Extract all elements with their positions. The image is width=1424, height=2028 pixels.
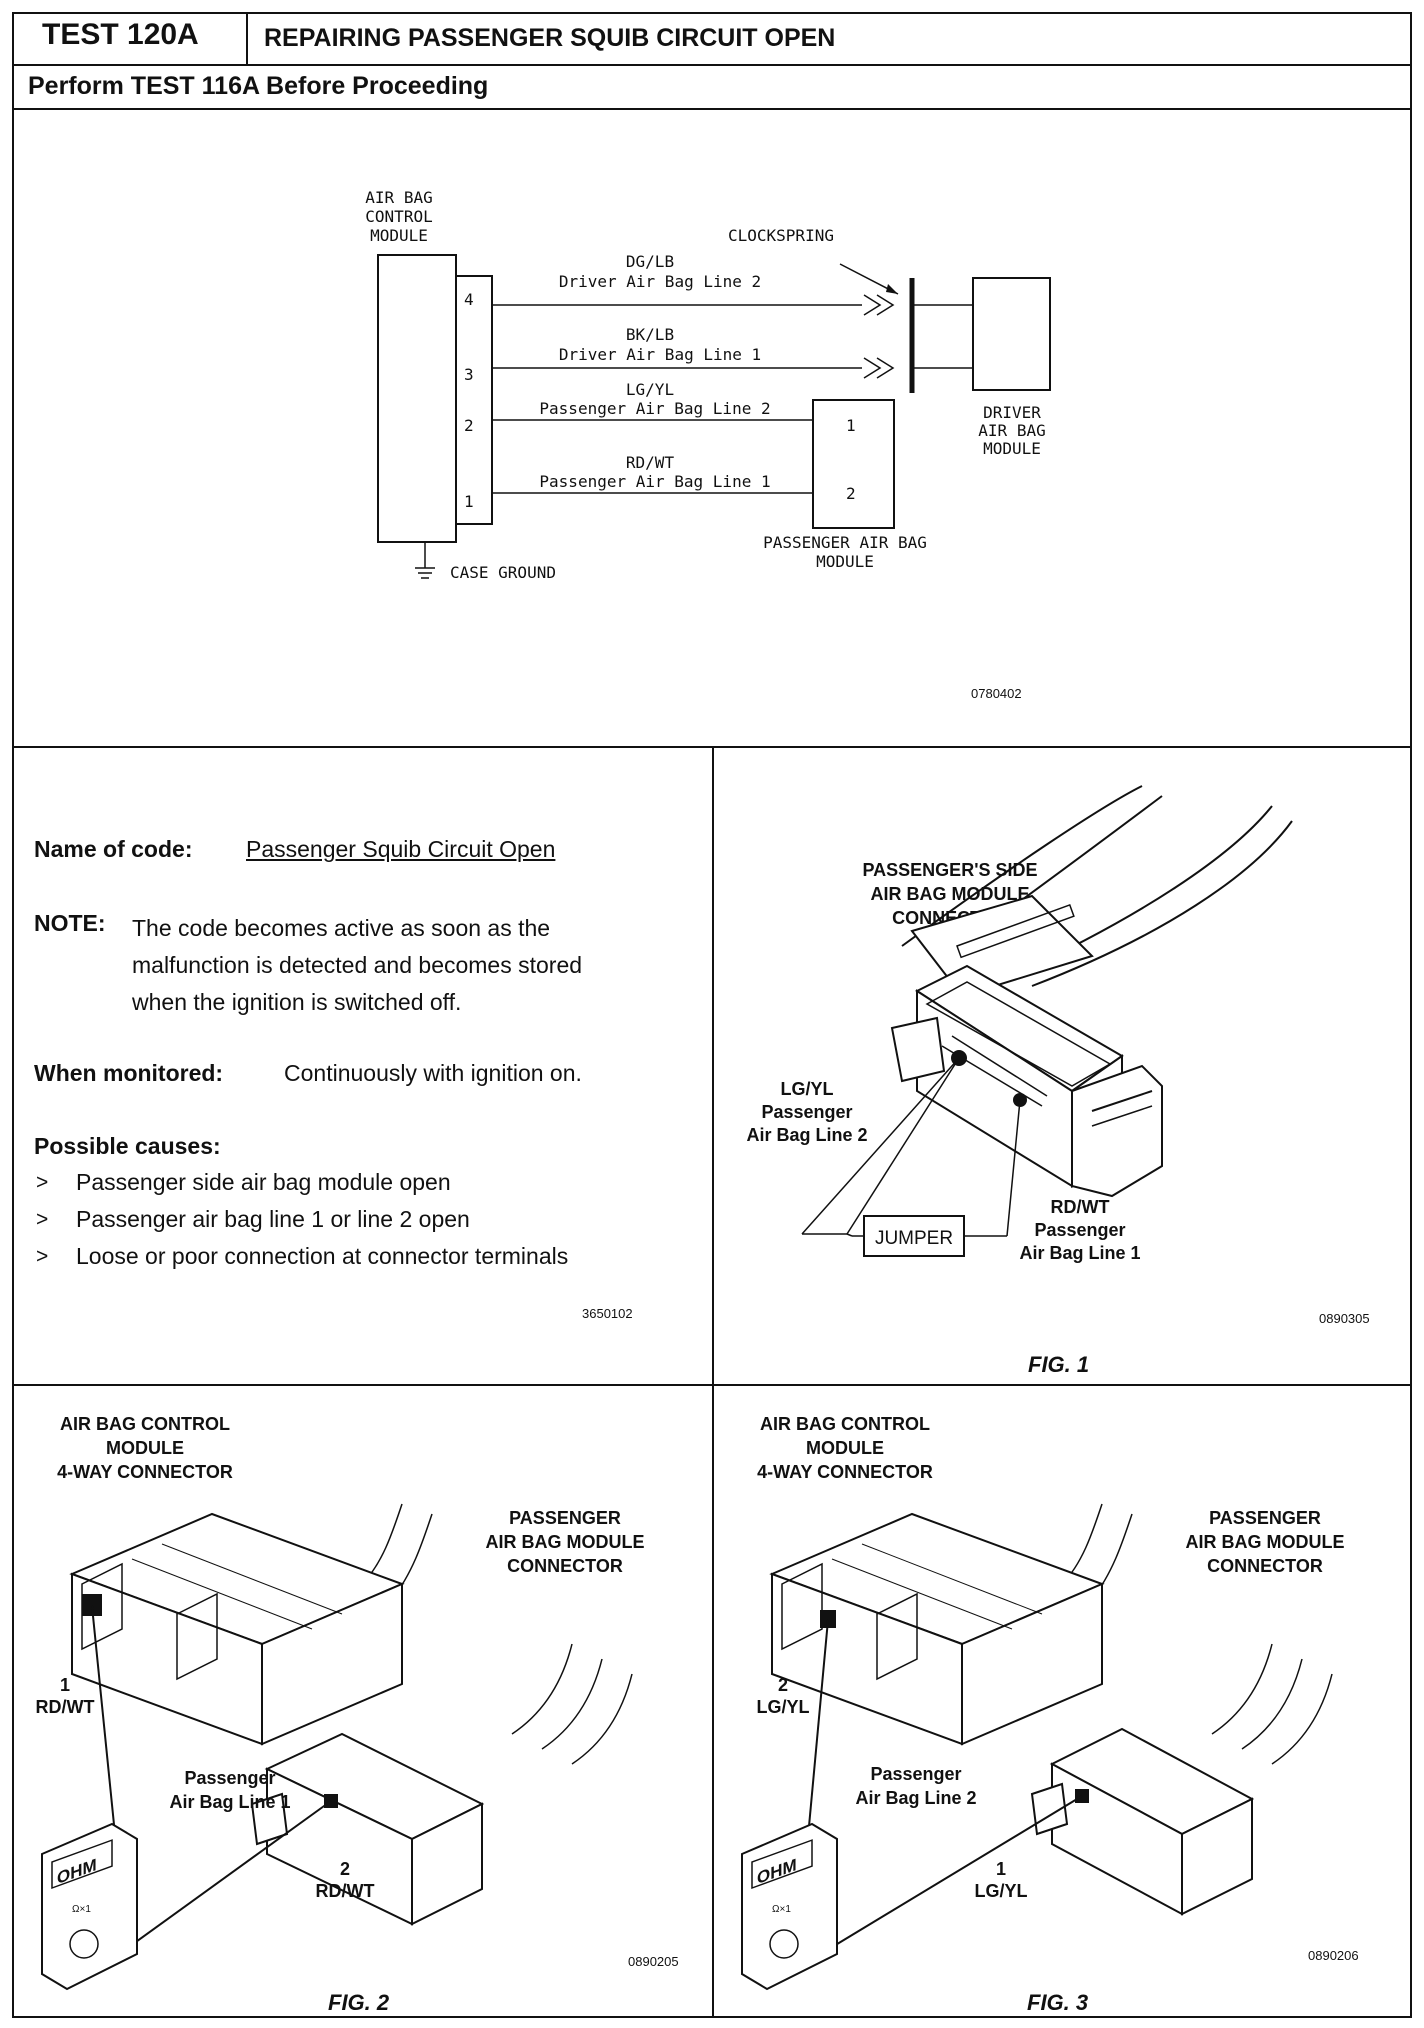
driver-module-label: DRIVER AIR BAG MODULE (978, 403, 1046, 458)
passenger-module-box (812, 399, 895, 529)
pin-1: 1 (464, 492, 474, 511)
prereq-divider (12, 108, 1412, 110)
pin-2: 2 (464, 416, 474, 435)
fig1-jumper-label: JUMPER (874, 1228, 954, 1249)
fig1-figure-id: 0890305 (1319, 1311, 1370, 1326)
wire-lgyl-name: Passenger Air Bag Line 2 (539, 399, 771, 418)
monitored-label: When monitored: (34, 1060, 224, 1086)
cause-1: Passenger side air bag module open (76, 1169, 451, 1195)
cause-3: Loose or poor connection at connector te… (76, 1243, 569, 1269)
passenger-pin-2: 2 (846, 484, 856, 503)
fig1-lgyl-label: LG/YL Passenger Air Bag Line 2 (746, 1079, 868, 1145)
fig3-passenger-label: PASSENGER AIR BAG MODULE CONNECTOR (1185, 1508, 1345, 1576)
fig2-pin-bottom: 2 RD/WT (315, 1859, 375, 1901)
fig2-line-label: Passenger Air Bag Line 1 (169, 1768, 291, 1812)
cause-2: Passenger air bag line 1 or line 2 open (76, 1206, 470, 1232)
fig2-pin-top: 1 RD/WT (35, 1675, 95, 1717)
header-id-divider (246, 12, 248, 64)
fig1-connector-drawing (801, 785, 1293, 1257)
wiring-lines (377, 254, 1051, 579)
fig3-pin-top: 2 LG/YL (756, 1675, 810, 1717)
causes-label: Possible causes: (34, 1133, 221, 1159)
code-name-value: Passenger Squib Circuit Open (246, 836, 556, 862)
fig3-meter-scale: Ω×1 (772, 1904, 791, 1915)
header-divider (12, 64, 1412, 66)
wire-lgyl-code: LG/YL (625, 380, 675, 399)
wire-bklb-code: BK/LB (625, 325, 675, 344)
page-title: REPAIRING PASSENGER SQUIB CIRCUIT OPEN (264, 24, 836, 52)
fig3-pin-bottom: 1 LG/YL (974, 1859, 1028, 1901)
acm-label: AIR BAG CONTROL MODULE (365, 188, 433, 245)
fig3-line-label: Passenger Air Bag Line 2 (855, 1764, 977, 1808)
wire-dglb-code: DG/LB (625, 252, 675, 271)
code-name-label: Name of code: (34, 836, 193, 862)
fig3-caption: FIG. 3 (1027, 1990, 1089, 2015)
fig2-acm-label: AIR BAG CONTROL MODULE 4-WAY CONNECTOR (57, 1414, 233, 1482)
test-id: TEST 120A (42, 18, 199, 51)
cause-bullet-2: > (36, 1208, 49, 1231)
wire-bklb-name: Driver Air Bag Line 1 (558, 345, 762, 364)
fig3-connector-drawing (741, 1503, 1333, 1991)
wire-rdwt-code: RD/WT (625, 453, 675, 472)
fig2-passenger-label: PASSENGER AIR BAG MODULE CONNECTOR (485, 1508, 645, 1576)
clockspring-label: CLOCKSPRING (728, 226, 834, 245)
case-ground-label: CASE GROUND (450, 563, 556, 582)
fig2-caption: FIG. 2 (328, 1990, 390, 2015)
fig3-figure-id: 0890206 (1308, 1948, 1359, 1963)
fig2-connector-drawing (41, 1503, 633, 1991)
passenger-module-label: PASSENGER AIR BAG MODULE (763, 533, 927, 571)
monitored-value: Continuously with ignition on. (284, 1060, 582, 1086)
wire-dglb-name: Driver Air Bag Line 2 (558, 272, 762, 291)
cause-bullet-1: > (36, 1171, 49, 1194)
fig3-acm-label: AIR BAG CONTROL MODULE 4-WAY CONNECTOR (757, 1414, 933, 1482)
wire-rdwt-name: Passenger Air Bag Line 1 (539, 472, 771, 491)
pin-4: 4 (464, 290, 474, 309)
bottom-row-divider (12, 1384, 1412, 1386)
fig1-rdwt-label: RD/WT Passenger Air Bag Line 1 (1019, 1197, 1141, 1263)
code-info-figure-id: 3650102 (582, 1306, 633, 1321)
acm-connector (455, 275, 493, 525)
fig1-title: PASSENGER'S SIDE AIR BAG MODULE CONNECTO… (862, 860, 1038, 928)
fig2-meter-scale: Ω×1 (72, 1904, 91, 1915)
middle-column-divider (712, 746, 714, 2018)
driver-module-box (972, 277, 1051, 391)
acm-box (377, 254, 457, 543)
fig1-jumper-box (863, 1215, 965, 1257)
note-label: NOTE: (34, 910, 106, 936)
fig1-caption: FIG. 1 (1028, 1352, 1090, 1377)
pin-3: 3 (464, 365, 474, 384)
prerequisite-note: Perform TEST 116A Before Proceeding (28, 72, 489, 100)
note-text: The code becomes active as soon as the m… (132, 915, 583, 1015)
passenger-pin-1: 1 (846, 416, 856, 435)
fig2-figure-id: 0890205 (628, 1954, 679, 1969)
cause-bullet-3: > (36, 1245, 49, 1268)
diagram-figure-id: 0780402 (971, 686, 1022, 701)
